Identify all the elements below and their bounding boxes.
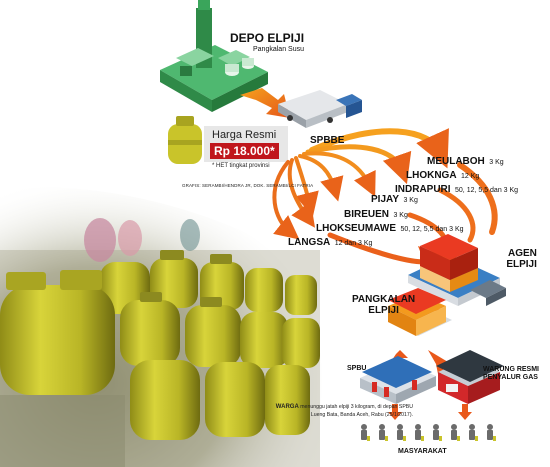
arrows-to-masyarakat: [388, 404, 472, 420]
depo-subtitle: Pangkalan Susu: [253, 46, 304, 53]
agen-label: AGEN ELPIJI: [506, 248, 537, 270]
tanker-truck-icon: [278, 90, 362, 128]
masyarakat-people-icons: [361, 424, 496, 441]
pangkalan-building-icon: [388, 288, 452, 336]
depo-factory-icon: [160, 0, 268, 112]
agen-building-icon: [408, 234, 506, 306]
spbu-label: SPBU: [347, 365, 367, 372]
warung-shop-icon: [436, 350, 504, 404]
price-value: Rp 18.000*: [210, 143, 279, 159]
city-bireuen: BIREUEN 3 Kg: [344, 209, 408, 220]
spbu-station-icon: [360, 356, 436, 404]
arrow-depo-to-spbbe: [240, 88, 290, 118]
price-note: * HET tingkat provinsi: [212, 163, 270, 169]
masyarakat-label: MASYARAKAT: [398, 448, 447, 455]
depo-title: DEPO ELPIJI: [230, 31, 305, 45]
price-cylinder-icon: [168, 116, 202, 164]
city-pijay: PIJAY 3 Kg: [371, 194, 418, 205]
warung-label: WARUNG RESMI PENYALUR GAS: [483, 366, 539, 382]
photo-queue: [0, 187, 322, 467]
pangkalan-label: PANGKALAN ELPIJI: [352, 294, 416, 316]
city-lhokseumawe: LHOKSEUMAWE 50, 12, 5,5 dan 3 Kg: [316, 223, 464, 234]
arrow-to-warung: [428, 350, 450, 374]
price-box: Harga Resmi Rp 18.000*: [206, 127, 288, 161]
graphic-credit: GRAFIS: SERAMBI/HENDRA JR, DOK. SERAMBI/…: [182, 183, 314, 188]
gas-cylinders: [0, 250, 320, 467]
city-langsa: LANGSA 12 dan 3 Kg: [288, 237, 373, 248]
city-indrapuri: INDRAPURI 50, 12, 5,5 dan 3 Kg: [395, 184, 519, 195]
city-meulaboh: MEULABOH 3 Kg: [427, 156, 504, 167]
price-title: Harga Resmi: [212, 129, 277, 141]
spbbe-label: SPBBE: [310, 135, 345, 146]
city-lhoknga: LHOKNGA 12 Kg: [406, 170, 480, 181]
photo-caption: WARGA menunggu jatah elpiji 3 kilogram, …: [275, 404, 413, 418]
